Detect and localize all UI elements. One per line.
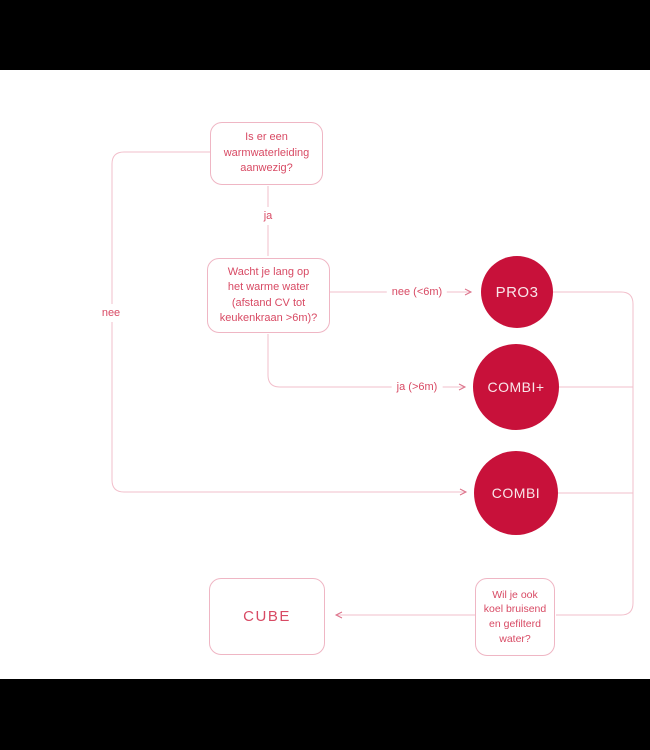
product-combi-plus-label: COMBI+ <box>487 379 545 395</box>
product-cube-label: CUBE <box>243 608 291 625</box>
question-koel-bruisend-label: Wil je ook koel bruisend en gefilterd wa… <box>483 588 547 645</box>
letterbox-bar-bottom <box>0 679 650 750</box>
edge-ja6m-to-combiplus <box>267 334 467 391</box>
product-pro3-label: PRO3 <box>495 283 539 301</box>
edge-nee-to-combi <box>111 151 468 496</box>
product-node-cube: CUBE <box>209 578 325 655</box>
edge-label-ja: ja <box>258 207 278 225</box>
question-warmwaterleiding-label: Is er een warmwaterleiding aanwezig? <box>223 131 310 175</box>
question-wachttijd-label: Wacht je lang op het warme water (afstan… <box>219 265 318 324</box>
edge-label-ja-meer-dan-6m: ja (>6m) <box>391 378 443 396</box>
question-wachttijd-warm-water: Wacht je lang op het warme water (afstan… <box>207 258 330 333</box>
product-combi-label: COMBI <box>491 485 541 501</box>
product-node-combi: COMBI <box>474 451 558 535</box>
letterbox-bar-top <box>0 0 650 70</box>
question-koel-bruisend-water: Wil je ook koel bruisend en gefilterd wa… <box>475 578 555 656</box>
edge-label-nee: nee <box>96 304 126 322</box>
product-node-combi-plus: COMBI+ <box>473 344 559 430</box>
question-warmwaterleiding: Is er een warmwaterleiding aanwezig? <box>210 122 323 185</box>
edge-label-nee-binnen-6m: nee (<6m) <box>386 283 448 301</box>
edge-pro3-to-q3-bus <box>553 291 634 616</box>
product-node-pro3: PRO3 <box>481 256 553 328</box>
